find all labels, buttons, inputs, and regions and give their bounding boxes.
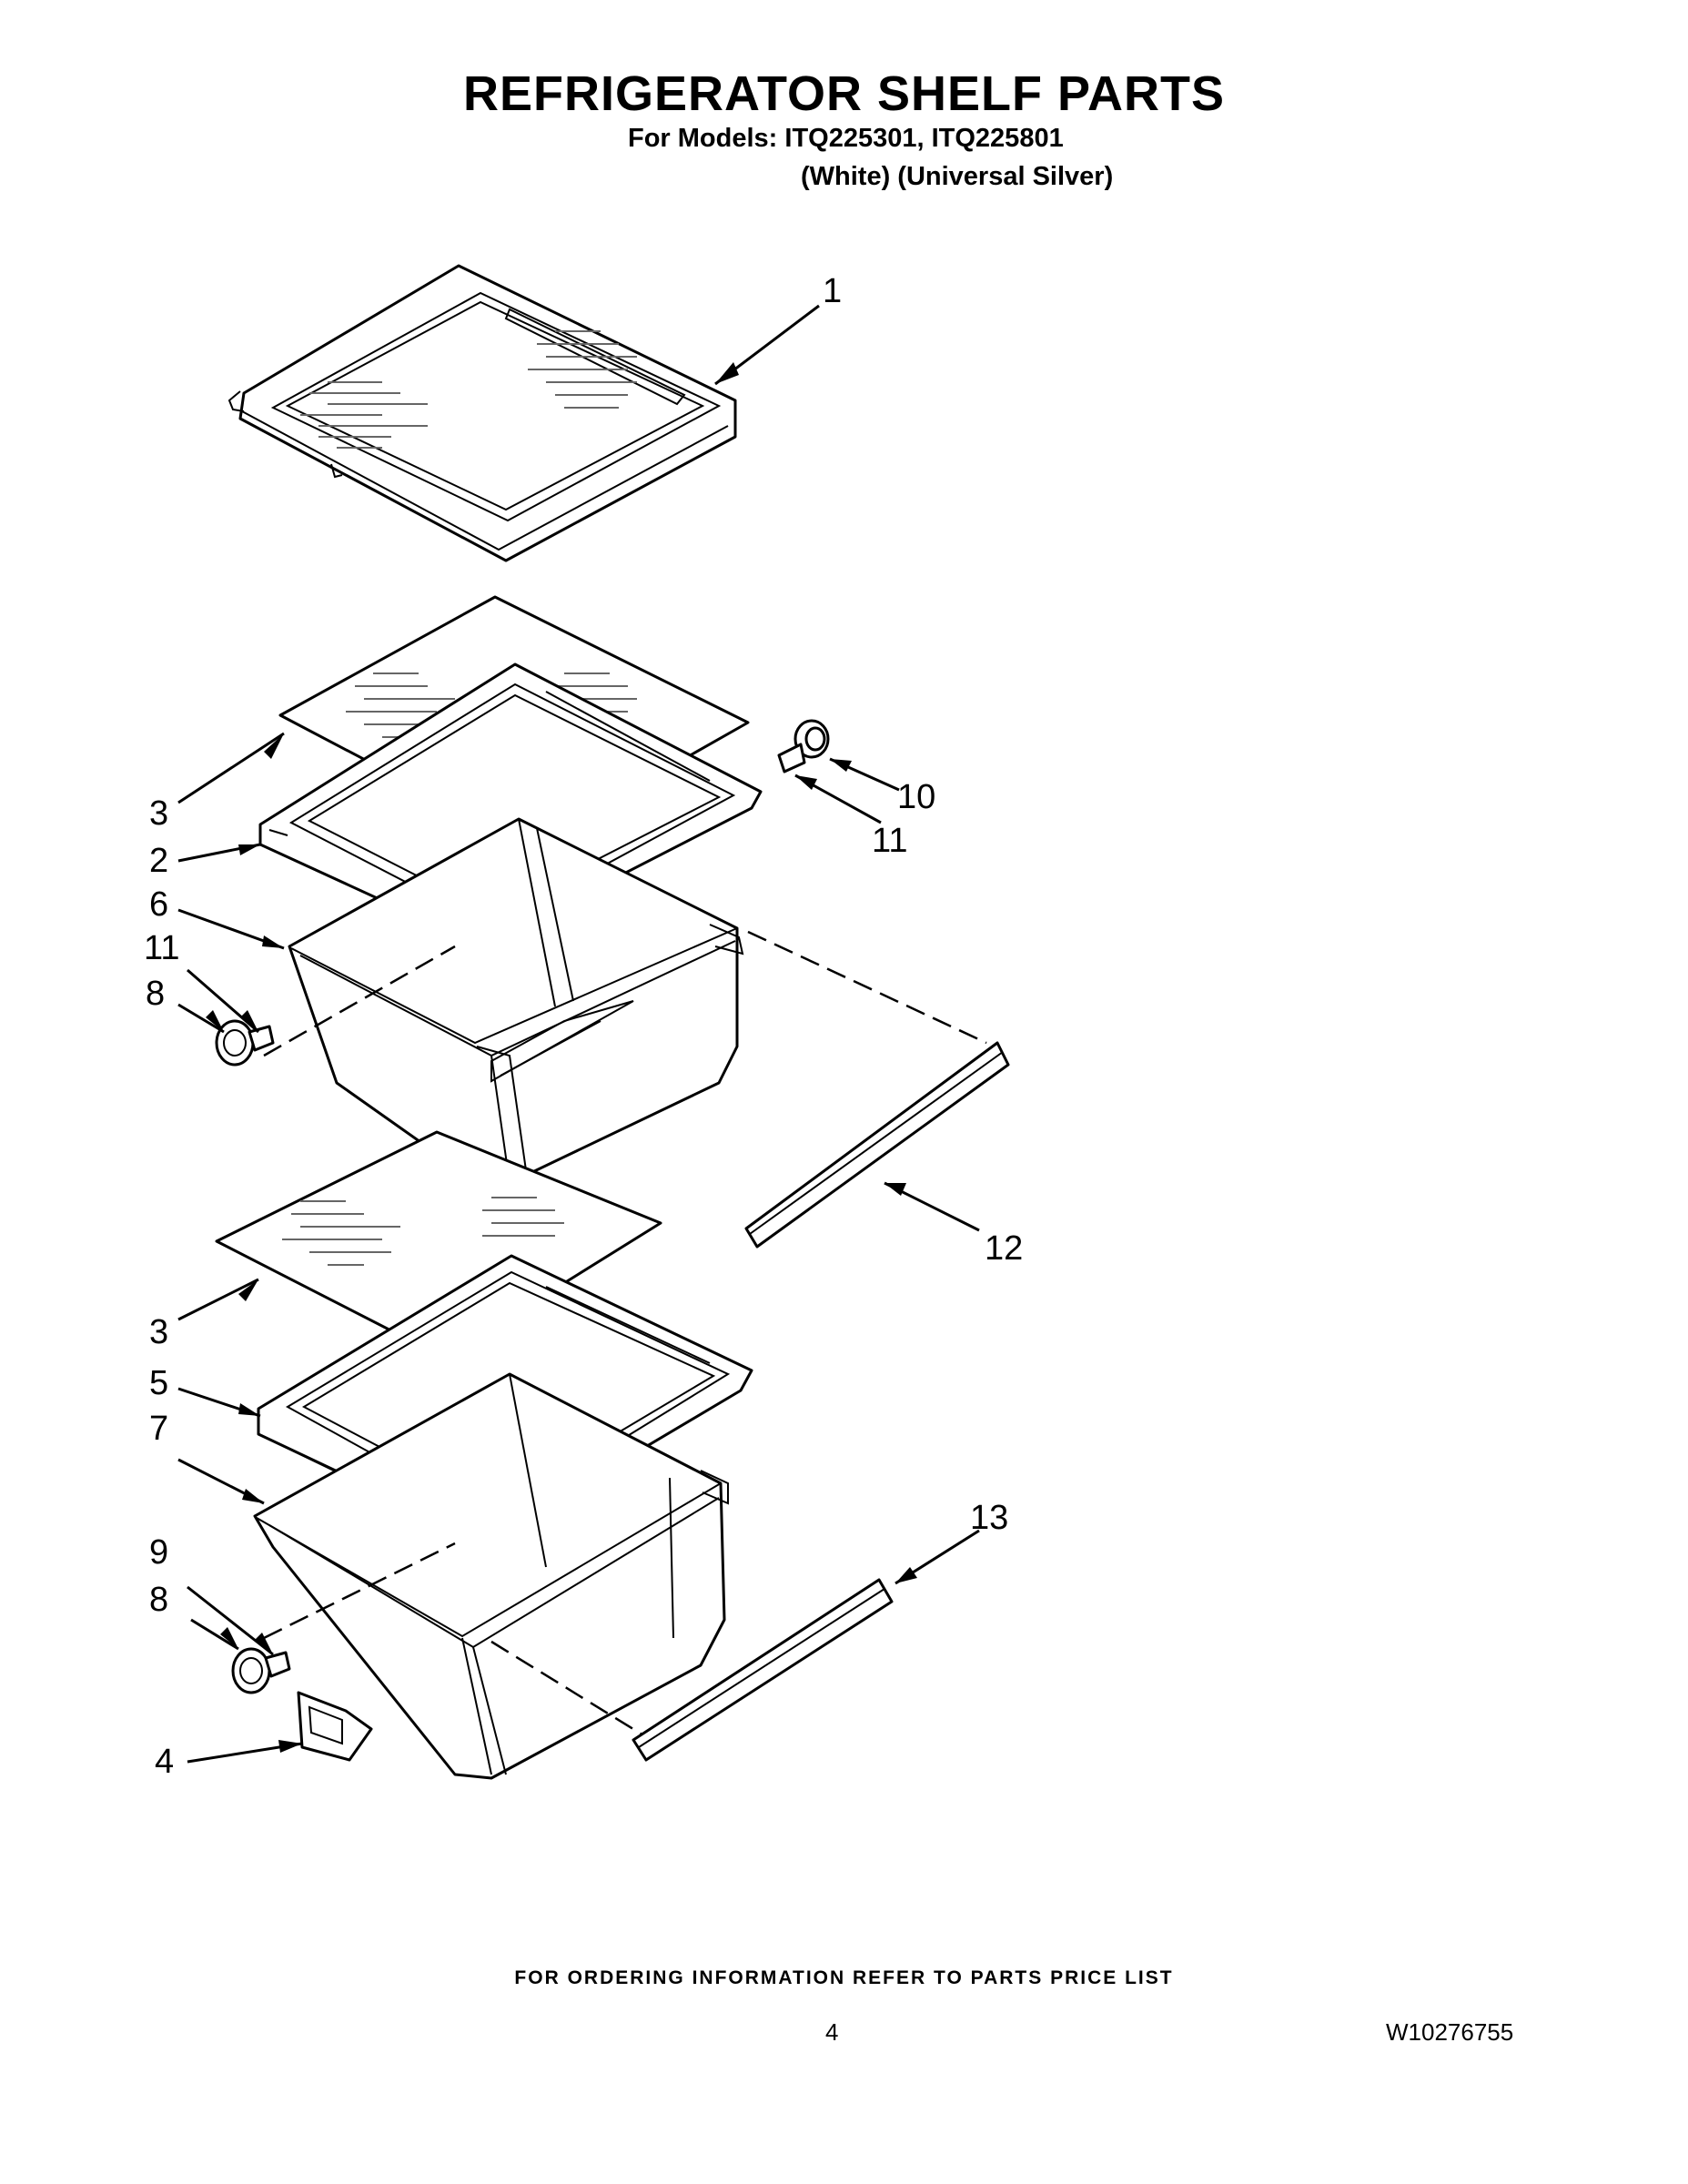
callout-5: 5 [149,1364,168,1402]
document-number: W10276755 [1386,2018,1514,2046]
ordering-note: FOR ORDERING INFORMATION REFER TO PARTS … [514,1967,1174,1988]
callout-6: 6 [149,885,168,924]
callout-4: 4 [155,1743,174,1781]
callout-8-lower: 8 [149,1581,168,1619]
page-title: REFRIGERATOR SHELF PARTS [462,66,1226,121]
lower-crisper-drawer-part [253,1372,729,1780]
callout-12: 12 [985,1229,1023,1268]
drawer-handle-clip-part [297,1691,373,1762]
lower-drawer-trim-part [632,1578,894,1762]
page-number: 4 [825,2018,839,2046]
callout-3-lower: 3 [149,1313,168,1351]
upper-left-glide-parts [215,1019,275,1067]
callout-9: 9 [149,1533,168,1572]
callout-8-upper: 8 [146,975,165,1013]
top-shelf-part [227,264,737,562]
models-line: For Models: ITQ225301, ITQ225801 [628,124,1064,153]
callout-1: 1 [823,272,842,310]
callout-13: 13 [970,1499,1008,1537]
callout-10: 10 [897,778,935,816]
callout-7: 7 [149,1410,168,1448]
upper-right-glide-parts [777,719,830,774]
lower-glass-shelf-part [215,1130,662,1360]
callout-3-upper: 3 [149,794,168,833]
callout-11-right: 11 [872,822,907,860]
callout-11-left: 11 [144,929,179,967]
lower-left-glide-parts [231,1647,291,1694]
callout-2: 2 [149,842,168,880]
upper-drawer-trim-part [744,1041,1010,1249]
colors-line: (White) (Universal Silver) [801,162,1114,191]
upper-crisper-drawer-part [288,817,744,1194]
